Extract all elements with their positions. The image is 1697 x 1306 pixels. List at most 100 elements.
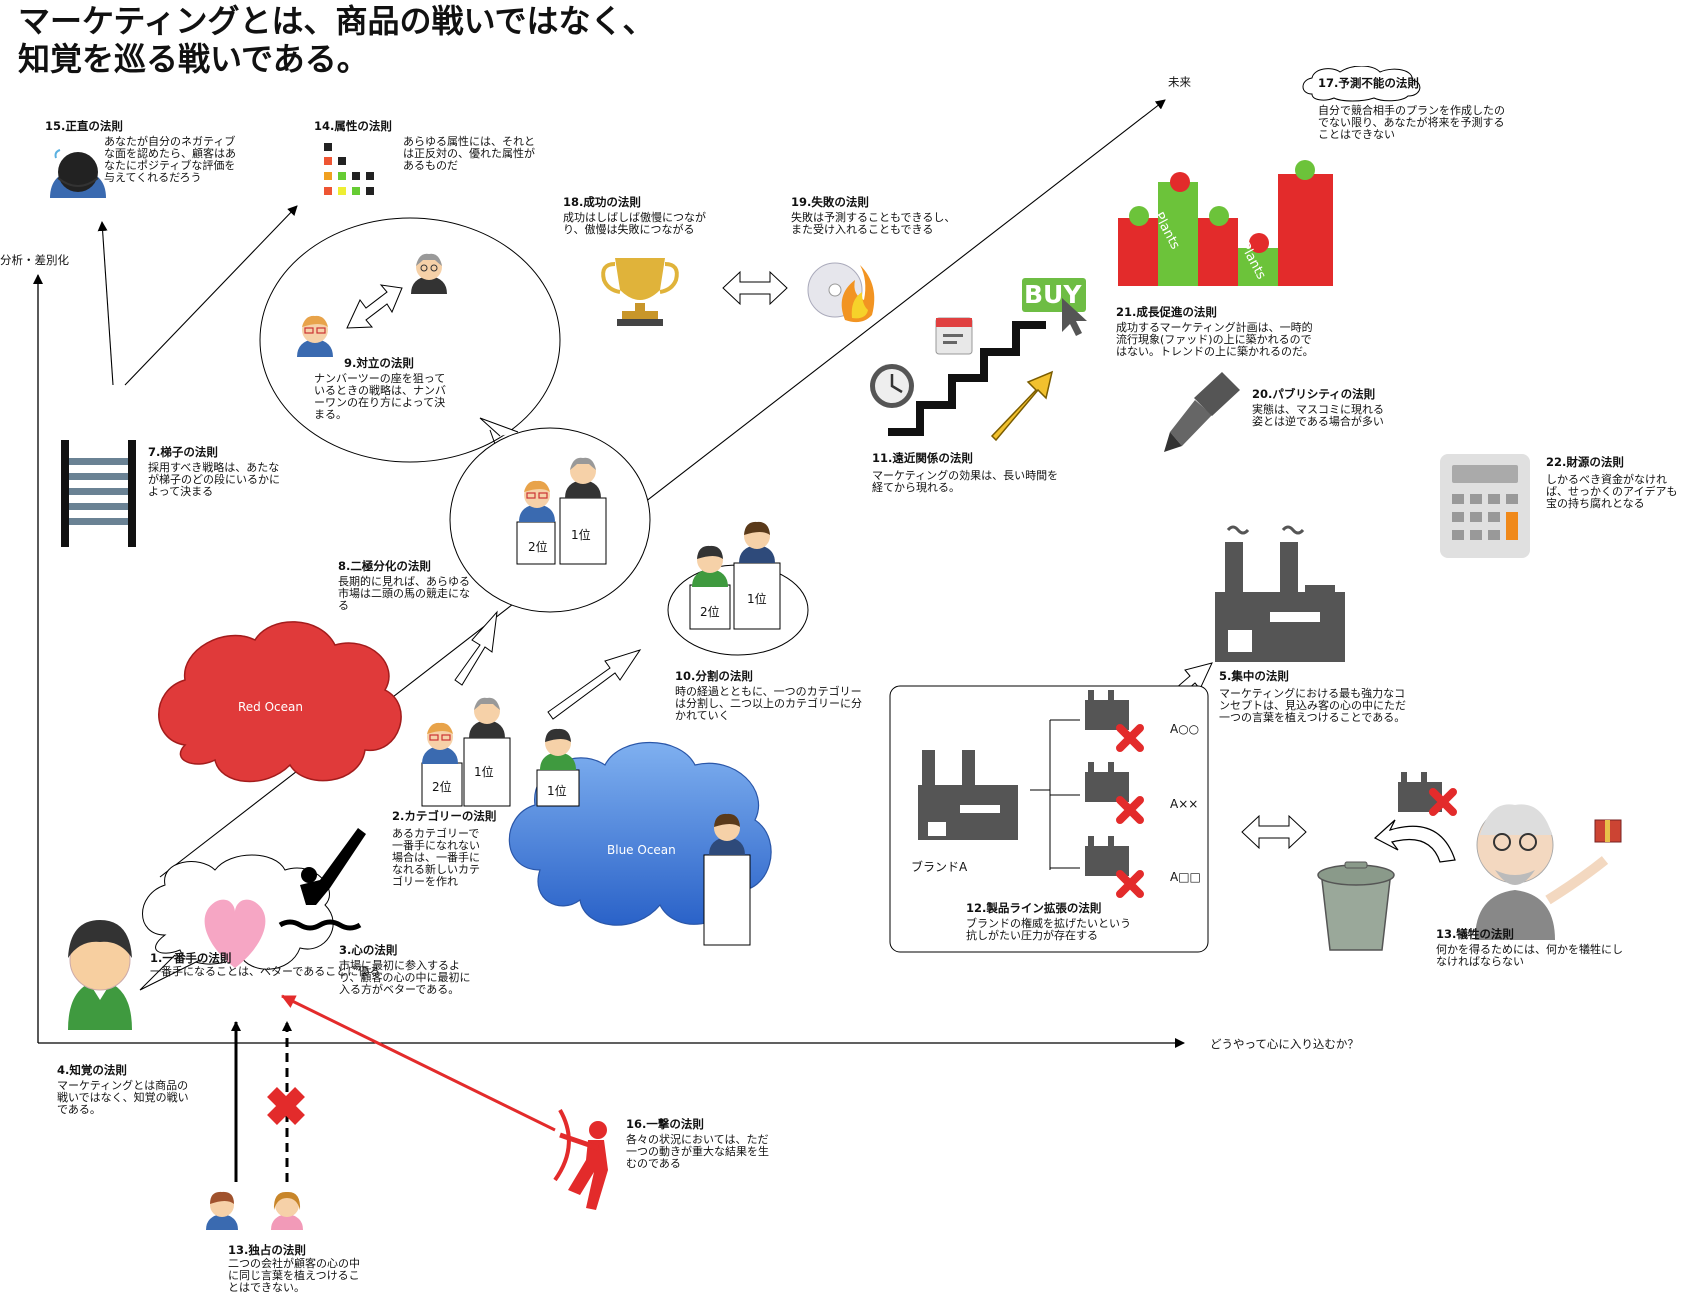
law-8-title: 8.二極分化の法則	[338, 559, 431, 573]
calculator-icon	[1440, 454, 1530, 558]
law-18-title: 18.成功の法則	[563, 195, 641, 209]
product-a2-label: A××	[1170, 797, 1199, 811]
law-14-desc: あらゆる属性には、それと は正反対の、優れた属性が あるものだ	[403, 135, 535, 172]
podium-division-second: 2位	[700, 605, 720, 619]
ladder-up-arrows	[97, 205, 298, 386]
law-13-sacrifice-title: 13.犠牲の法則	[1436, 927, 1514, 941]
big-cross-icon	[267, 1087, 305, 1125]
stairs-icon	[888, 321, 1046, 436]
law-10-title: 10.分割の法則	[675, 669, 753, 683]
law-11-title: 11.遠近関係の法則	[872, 451, 973, 465]
podium-first	[703, 854, 751, 946]
podium-category-first-left: 1位	[474, 765, 494, 779]
page-title: マーケティングとは、商品の戦いではなく、 知覚を巡る戦いである。	[18, 2, 655, 78]
archer-icon	[281, 994, 608, 1210]
person-icons	[206, 253, 775, 1230]
law-9-desc: ナンバーツーの座を狙って いるときの戦略は、ナンバ ーワンの在り方によって決 ま…	[314, 372, 446, 421]
law-19-desc: 失敗は予測することもできるし、 また受け入れることもできる	[791, 211, 956, 236]
calendar-icon	[935, 317, 973, 355]
law-12-desc: ブランドの権威を拡げたいという 抗しがたい圧力が存在する	[966, 917, 1131, 942]
double-arrow-9	[346, 284, 403, 329]
law-22-title: 22.財源の法則	[1546, 455, 1624, 469]
apologizing-person-icon	[50, 149, 106, 198]
law-7-desc: 採用すべき戦略は、あたな が梯子のどの段にいるかに よって決まる	[148, 461, 280, 498]
brand-a-label: ブランドA	[911, 860, 968, 874]
law-5-desc: マーケティングにおける最も強力なコ ンセプトは、見込み客の心の中にただ 一つの言…	[1219, 687, 1406, 724]
law-17-title: 17.予測不能の法則	[1318, 76, 1419, 90]
burning-disc-icon	[807, 262, 875, 323]
old-man-gift-icon	[1475, 804, 1622, 940]
ladder-icon	[61, 440, 136, 547]
factory-brand-a-icon	[918, 750, 1018, 840]
law-7-title: 7.梯子の法則	[148, 445, 218, 459]
law-13-sacrifice-desc: 何かを得るためには、何かを犠牲にし なければならない	[1436, 943, 1623, 968]
law-21-desc: 成功するマーケティング計画は、一時的 流行現象(ファッド)の上に築かれるので は…	[1116, 321, 1314, 358]
double-arrow-18-19	[722, 270, 788, 306]
law-3-title: 3.心の法則	[339, 943, 398, 957]
law-11-desc: マーケティングの効果は、長い時間を 経てから現れる。	[872, 469, 1059, 494]
law-13-monopoly-title: 13.独占の法則	[228, 1243, 306, 1257]
podium-duality	[516, 497, 607, 565]
blue-ocean-label: Blue Ocean	[607, 843, 676, 857]
podium-division	[689, 562, 781, 630]
plants-chart	[1118, 160, 1333, 286]
law-8-desc: 長期的に見れば、あらゆる 市場は二頭の馬の競走にな る	[338, 575, 470, 612]
product-a1-label: A○○	[1170, 722, 1200, 736]
category-arrows	[454, 610, 642, 720]
law-19-title: 19.失敗の法則	[791, 195, 869, 209]
podium-duality-second: 2位	[528, 540, 548, 554]
double-arrow-12-13	[1241, 814, 1307, 850]
law-15-title: 15.正直の法則	[45, 119, 123, 133]
law-14-title: 14.属性の法則	[314, 119, 392, 133]
law-16-desc: 各々の状況においては、ただ 一つの動きが重大な結果を生 むのである	[626, 1133, 769, 1170]
trash-can-icon	[1317, 861, 1395, 951]
law-3-desc: 市場に最初に参入するよ り、顧客の心の中に最初に 入る方がベターである。	[339, 959, 471, 996]
law-17-desc: 自分で競合相手のプランを作成したの でない限り、あなたが将来を予測する ことはで…	[1318, 104, 1505, 141]
factory-large-icon	[1215, 525, 1345, 662]
customer-avatar	[68, 920, 132, 1030]
podium-category	[421, 737, 580, 807]
law-2-desc: あるカテゴリーで 一番手になれない 場合は、一番手に なれる新しいカテ ゴリーを…	[392, 827, 480, 888]
law-22-desc: しかるべき資金がなけれ ば、せっかくのアイデアも 宝の持ち腐れとなる	[1546, 473, 1678, 510]
law-4-title: 4.知覚の法則	[57, 1063, 127, 1077]
podium-division-first: 1位	[747, 592, 767, 606]
y-axis-label: 分析・差別化	[0, 253, 69, 267]
podium-category-first-right: 1位	[547, 784, 567, 798]
red-ocean-cloud	[158, 621, 402, 783]
trophy-icon	[601, 258, 679, 326]
pen-icon	[1164, 372, 1240, 452]
discard-arrow	[1373, 819, 1456, 863]
heart-icon	[204, 899, 266, 968]
opposition-thought-bubble	[259, 217, 561, 463]
law-1-desc: 一番手になることは、ベターであることに優る	[150, 965, 381, 978]
red-ocean-label: Red Ocean	[238, 700, 303, 714]
law-10-desc: 時の経過とともに、一つのカテゴリー は分割し、二つ以上のカテゴリーに分 かれてい…	[675, 685, 862, 722]
law-4-desc: マーケティングとは商品の 戦いではなく、知覚の戦い である。	[57, 1079, 189, 1116]
law-20-desc: 実態は、マスコミに現れる 姿とは逆である場合が多い	[1252, 403, 1384, 428]
law-15-desc: あなたが自分のネガティブ な面を認めたら、顧客はあ なたにポジティブな評価を 与…	[104, 135, 236, 184]
podium-category-second: 2位	[432, 780, 452, 794]
law-2-title: 2.カテゴリーの法則	[392, 809, 497, 823]
diver-icon	[278, 828, 366, 931]
growth-arrow-icon	[990, 370, 1054, 442]
buy-label: BUY	[1024, 280, 1082, 309]
law-20-title: 20.パブリシティの法則	[1252, 387, 1376, 401]
law-5-title: 5.集中の法則	[1219, 669, 1289, 683]
cross-icons	[1116, 724, 1457, 898]
x-axis-label: どうやって心に入り込むか？	[1210, 1037, 1359, 1051]
clock-icon	[870, 364, 914, 408]
law-18-desc: 成功はしばしば傲慢につなが り、傲慢は失敗につながる	[563, 211, 706, 236]
buy-icon	[1022, 278, 1087, 336]
law-13-monopoly-desc: 二つの会社が顧客の心の中 に同じ言葉を植えつけるこ とはできない。	[228, 1257, 360, 1294]
future-label: 未来	[1168, 75, 1191, 89]
law-9-title: 9.対立の法則	[344, 356, 414, 370]
law-12-title: 12.製品ライン拡張の法則	[966, 901, 1102, 915]
prediction-cloud	[1302, 66, 1421, 102]
attribute-grid-icon	[324, 143, 374, 195]
law-1-title: 1.一番手の法則	[150, 951, 232, 965]
product-a3-label: A□□	[1170, 870, 1201, 884]
podium-duality-first: 1位	[571, 528, 591, 542]
law-21-title: 21.成長促進の法則	[1116, 305, 1217, 319]
law-16-title: 16.一撃の法則	[626, 1117, 704, 1131]
